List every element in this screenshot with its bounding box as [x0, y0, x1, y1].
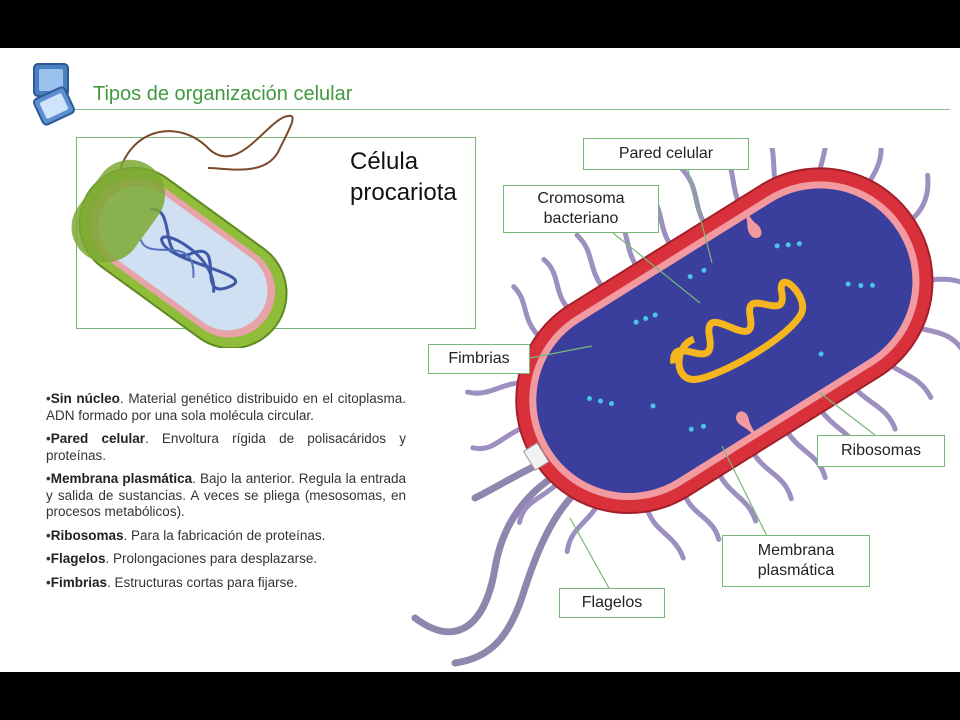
cell-title: Célula procariota — [350, 146, 457, 208]
feature-list: •Sin núcleo. Material genético distribui… — [46, 391, 406, 598]
slide: Tipos de organización celular Célula pro… — [0, 48, 960, 672]
ribosomes-drawing — [586, 241, 876, 432]
bullet-term: Sin núcleo — [50, 391, 120, 406]
small-cell-illustration — [71, 114, 294, 348]
label-cromosoma-bacteriano: Cromosoma bacteriano — [503, 185, 659, 233]
bullet-text: . Estructuras cortas para fijarse. — [107, 574, 298, 590]
label-cromosoma-line2: bacteriano — [543, 210, 619, 227]
label-membrana-line1: Membrana — [757, 542, 835, 559]
list-item: •Membrana plasmática. Bajo la anterior. … — [46, 471, 407, 519]
list-item: •Sin núcleo. Material genético distribui… — [46, 391, 406, 423]
label-cromosoma-line1: Cromosoma — [537, 190, 625, 207]
bullet-term: Membrana plasmática — [50, 471, 193, 486]
label-pared-celular: Pared celular — [583, 138, 749, 170]
cell-title-line2: procariota — [350, 179, 457, 206]
title-divider — [75, 109, 950, 110]
label-membrana-line2: plasmática — [757, 562, 835, 579]
bullet-term: Pared celular — [50, 431, 145, 446]
page-title: Tipos de organización celular — [93, 83, 353, 105]
label-fimbrias: Fimbrias — [428, 344, 530, 374]
cell-title-line1: Célula — [350, 148, 419, 175]
list-item: •Pared celular. Envoltura rígida de poli… — [46, 431, 406, 463]
label-flagelos: Flagelos — [559, 588, 665, 618]
bullet-term: Flagelos — [50, 551, 106, 566]
bullet-text: . Bajo la anterior. Regula la entrada y … — [46, 471, 407, 519]
bullet-text: . Prolongaciones para desplazarse. — [105, 551, 318, 566]
bullet-term: Fimbrias — [50, 574, 108, 590]
label-membrana-plasmatica: Membrana plasmática — [722, 535, 870, 587]
bullet-text: . Para la fabricación de proteínas. — [123, 527, 326, 543]
slide-logo-icon — [32, 63, 76, 126]
bullet-text: . Envoltura rígida de polisacáridos y pr… — [46, 431, 406, 463]
bacterium-illustration — [411, 148, 960, 667]
list-item: •Flagelos. Prolongaciones para desplazar… — [46, 551, 318, 566]
label-ribosomas: Ribosomas — [817, 435, 945, 467]
list-item: •Ribosomas. Para la fabricación de prote… — [46, 527, 326, 543]
chromosome-drawing — [670, 278, 807, 383]
bullet-text: . Material genético distribuido en el ci… — [46, 391, 406, 423]
list-item: •Fimbrias. Estructuras cortas para fijar… — [46, 574, 298, 590]
bullet-term: Ribosomas — [50, 527, 124, 543]
